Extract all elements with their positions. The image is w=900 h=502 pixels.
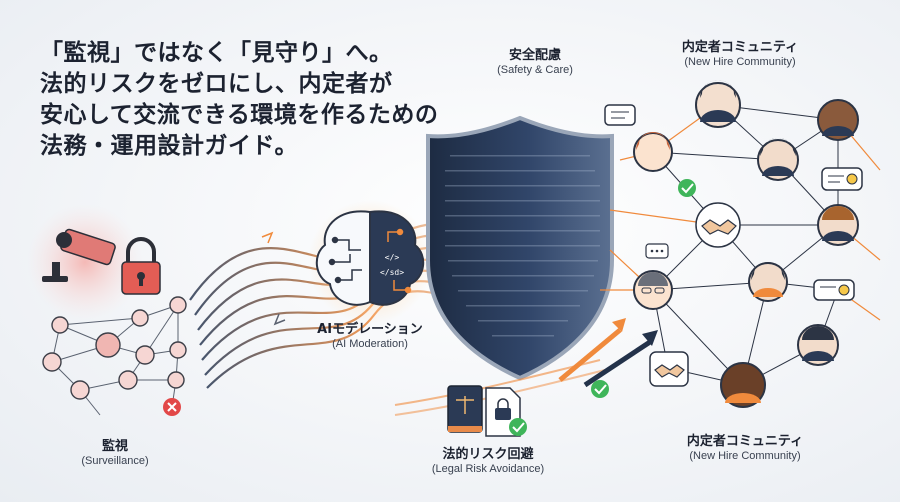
person-avatar — [633, 270, 673, 310]
ai-moderation-label-en: (AI Moderation) — [332, 338, 408, 350]
community-label-bottom: 内定者コミュニティ (New Hire Community) — [670, 430, 820, 462]
legal-risk-label-jp: 法的リスク回避 — [442, 447, 534, 462]
community-avatars — [633, 80, 859, 408]
person-avatar — [51, 316, 69, 334]
community-label-bottom-jp: 内定者コミュニティ — [686, 434, 804, 449]
legal-risk-label-en: (Legal Risk Avoidance) — [431, 463, 545, 475]
community-label-bottom-en: (New Hire Community) — [689, 450, 801, 462]
surveillance-people — [42, 296, 187, 400]
security-camera-icon — [42, 228, 116, 282]
community-label-top-en: (New Hire Community) — [684, 56, 796, 68]
chat-bubble-icon — [813, 279, 855, 301]
error-x-icon — [163, 398, 181, 416]
headline-line-2: 法的リスクをゼロにし、内定者が — [40, 71, 393, 97]
person-avatar — [695, 80, 741, 128]
headline-line-3: 安心して交流できる環境を作るための — [40, 102, 439, 128]
growth-arrows — [558, 318, 658, 388]
person-avatar — [95, 332, 121, 358]
person-avatar — [817, 99, 859, 141]
headline-line-1: 「監視」ではなく「見守り」へ。 — [40, 40, 393, 66]
safety-label: 安全配慮 (Safety & Care) — [480, 44, 590, 76]
code-glyph-1: </> — [385, 253, 400, 262]
community-network — [600, 80, 881, 408]
surveillance-label-jp: 監視 — [101, 439, 128, 454]
shield-binary-texture — [445, 155, 600, 337]
checkmark-icon — [509, 418, 527, 436]
handshake-icon — [695, 202, 741, 248]
chat-bubble-icon — [821, 167, 863, 191]
community-label-top: 内定者コミュニティ (New Hire Community) — [665, 36, 815, 68]
safety-label-jp: 安全配慮 — [508, 48, 561, 63]
person-avatar — [797, 324, 839, 366]
surveillance-label-en: (Surveillance) — [81, 455, 149, 467]
person-avatar — [748, 262, 788, 302]
law-book-icon — [447, 385, 483, 433]
person-avatar — [757, 138, 799, 181]
headline-line-4: 法務・運用設計ガイド。 — [40, 133, 299, 159]
ai-moderation-label-jp: AIモデレーション — [317, 322, 423, 337]
chat-bubble-icon — [604, 104, 636, 126]
person-avatar — [70, 380, 90, 400]
surveillance-glow — [27, 204, 143, 320]
headline: 「監視」ではなく「見守り」へ。 法的リスクをゼロにし、内定者が 安心して交流でき… — [40, 38, 460, 162]
surveillance-network-lines — [51, 304, 179, 416]
legal-documents — [394, 359, 609, 437]
surveillance-cluster — [27, 204, 187, 416]
person-avatar — [42, 352, 62, 372]
person-avatar — [169, 296, 187, 314]
handshake-icon — [649, 351, 689, 387]
checkmark-icon — [591, 380, 609, 398]
padlock-icon — [121, 237, 161, 295]
person-avatar — [817, 204, 859, 246]
surveillance-label: 監視 (Surveillance) — [70, 435, 160, 467]
person-avatar — [169, 341, 187, 359]
safety-label-en: (Safety & Care) — [497, 64, 573, 76]
community-label-top-jp: 内定者コミュニティ — [681, 40, 799, 55]
person-avatar — [167, 371, 185, 389]
person-avatar — [118, 370, 138, 390]
person-avatar — [131, 309, 149, 327]
person-avatar — [135, 345, 155, 365]
person-avatar — [633, 132, 673, 172]
legal-risk-label: 法的リスク回避 (Legal Risk Avoidance) — [418, 443, 558, 475]
stream-arrows — [261, 231, 286, 326]
safety-shield-icon — [426, 115, 614, 381]
ai-brain-icon: </> </sd> — [308, 200, 432, 324]
code-glyph-2: </sd> — [380, 268, 404, 277]
ai-moderation-label: AIモデレーション (AI Moderation) — [300, 318, 440, 350]
chat-bubble-icon — [645, 243, 669, 259]
checkmark-icon — [678, 179, 696, 197]
person-avatar — [720, 362, 766, 408]
